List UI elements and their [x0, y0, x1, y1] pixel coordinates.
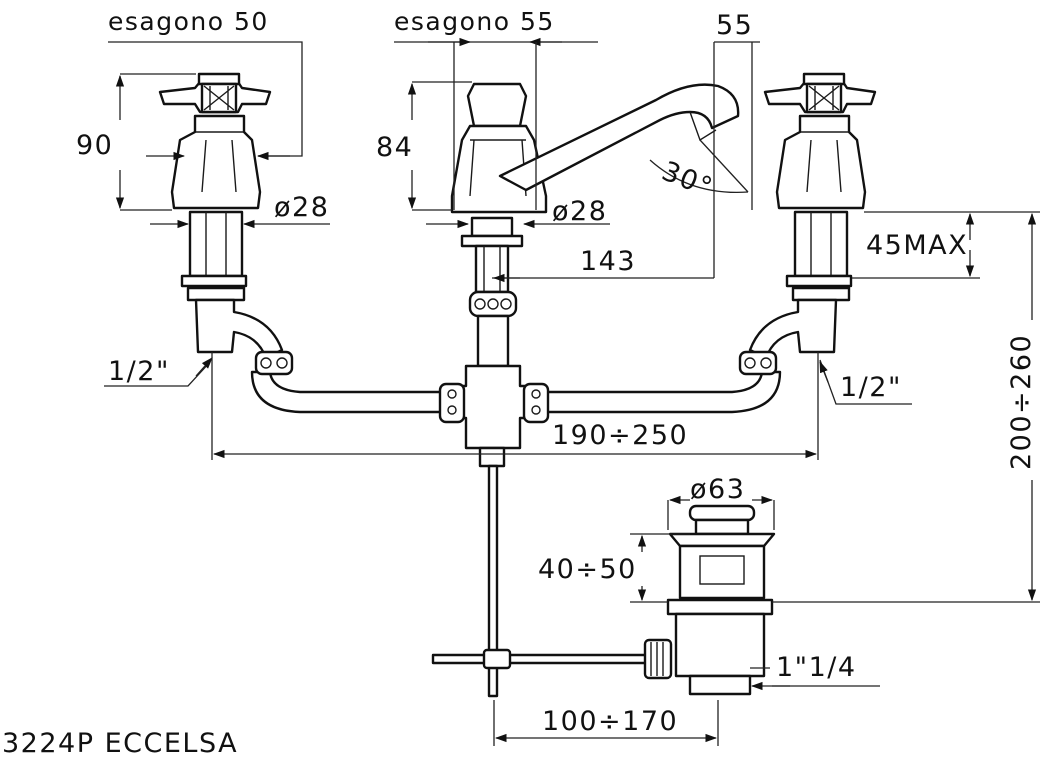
spout-projection-label: 143	[580, 246, 636, 277]
waste-diameter-label: ø63	[690, 474, 745, 505]
waste-range-label: 40÷50	[538, 554, 637, 585]
left-hex-label: esagono 50	[108, 7, 269, 36]
left-height-label: 90	[76, 130, 113, 161]
left-valve	[158, 72, 284, 360]
handle-spread-label: 190÷250	[552, 420, 688, 451]
rod-offset-label: 100÷170	[542, 706, 678, 737]
center-spout	[450, 82, 740, 368]
popup-rod	[431, 464, 673, 698]
left-diameter-label: ø28	[274, 192, 329, 223]
left-thread-label: 1/2"	[108, 356, 170, 387]
total-height-label: 200÷260	[1006, 334, 1037, 470]
center-diameter-label: ø28	[552, 196, 607, 227]
connecting-pipes	[250, 350, 782, 468]
center-hex-label: esagono 55	[394, 7, 555, 36]
right-valve	[748, 72, 877, 360]
waste-assembly	[666, 504, 776, 696]
model-label: 3224P ECCELSA	[2, 728, 238, 759]
center-height-label: 84	[376, 132, 413, 163]
waste-thread-label: 1"1/4	[776, 652, 857, 683]
dimension-labels: esagono 50 esagono 55 55 90 84 ø28 ø28 3…	[2, 7, 1037, 759]
max-thickness-label: 45MAX	[866, 230, 968, 261]
spout-angle-label: 30°	[657, 156, 717, 204]
spout-reach-label: 55	[716, 10, 753, 41]
dimension-lines	[104, 37, 1040, 746]
right-thread-label: 1/2"	[840, 372, 902, 403]
